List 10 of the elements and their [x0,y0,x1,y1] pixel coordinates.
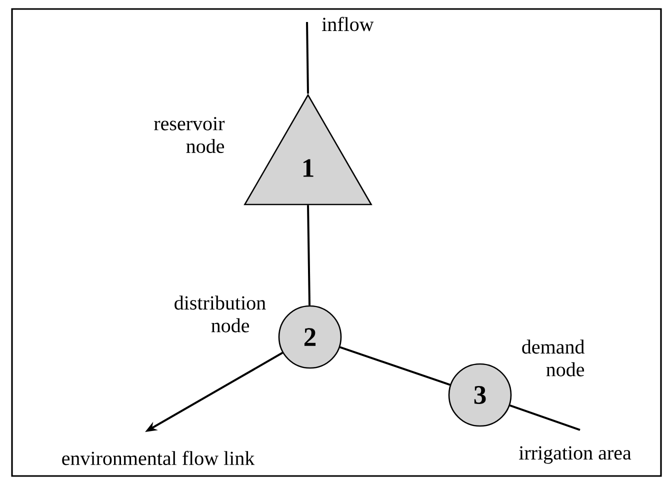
node-label: reservoir node [154,116,225,154]
node-label: demand node [522,340,584,376]
connector-line [340,346,450,386]
edge-label: environmental flow link [62,450,255,466]
connector-line [307,205,311,306]
edge-label: irrigation area [519,446,632,464]
connector-line [510,404,580,431]
connector-line [306,22,309,94]
edge-label: inflow [322,16,374,32]
node-label: distribution node [174,296,266,332]
